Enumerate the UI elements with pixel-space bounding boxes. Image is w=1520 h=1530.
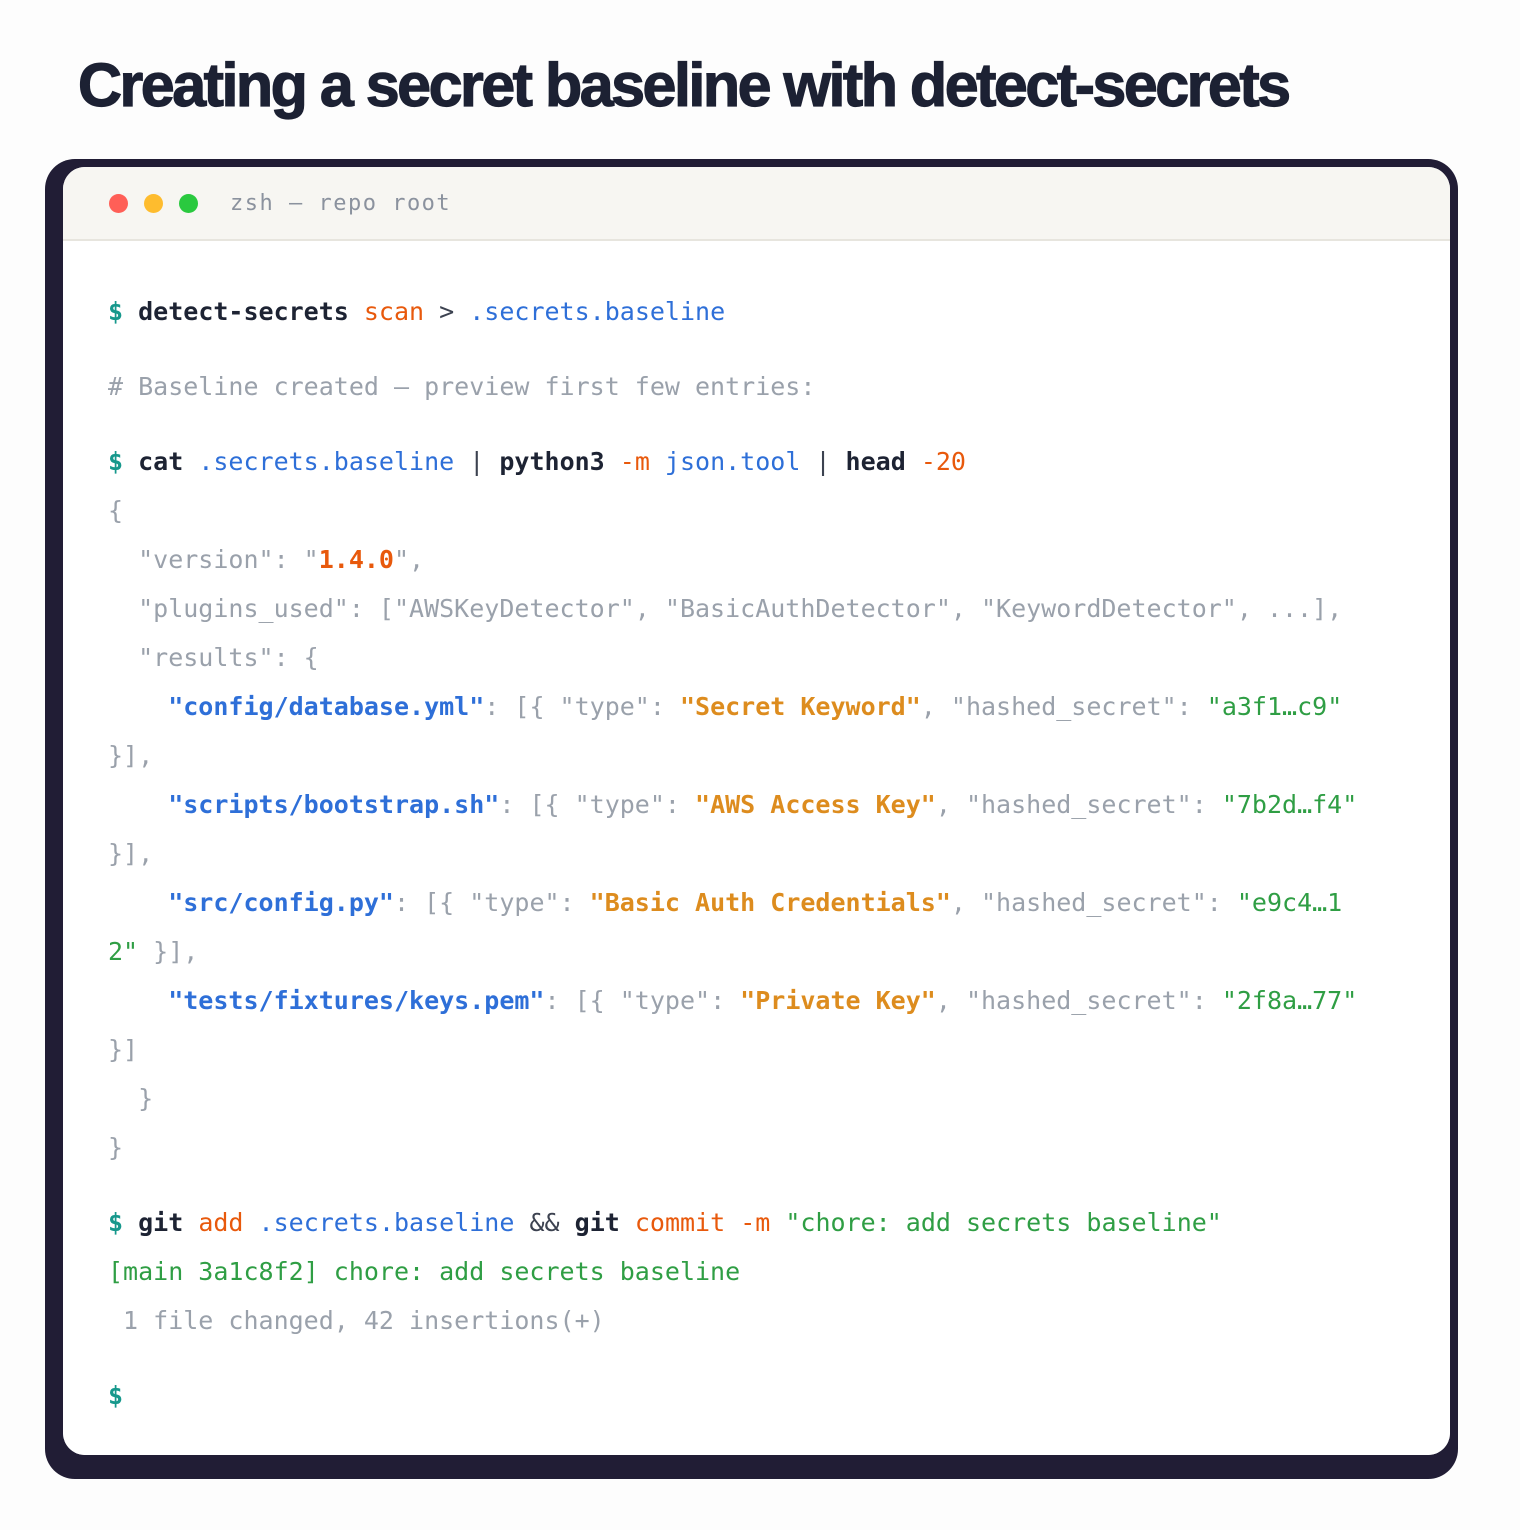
terminal-segment-cmd: git <box>138 1208 184 1238</box>
terminal-segment-cmd: git <box>574 1208 620 1238</box>
terminal-line: } <box>108 1123 1410 1172</box>
terminal-segment-sep: | <box>800 447 846 477</box>
terminal-segment-muted: }] <box>108 1035 139 1065</box>
terminal-line: "plugins_used": ["AWSKeyDetector", "Basi… <box>108 584 1410 633</box>
terminal-segment-type: "Basic Auth Credentials" <box>589 888 951 918</box>
terminal-segment-pathbold: "tests/fixtures/keys.pem" <box>108 986 545 1016</box>
terminal-segment-muted: , "hashed_secret": <box>935 790 1222 820</box>
terminal-segment-path: json.tool <box>649 447 801 477</box>
terminal-line: $ <box>108 1371 1410 1420</box>
terminal-segment-muted: "plugins_used": ["AWSKeyDetector", "Basi… <box>108 594 1343 624</box>
terminal-segment-pathbold: "config/database.yml" <box>108 692 485 722</box>
terminal-segment-green: "chore: add secrets baseline" <box>770 1208 1222 1238</box>
terminal-segment-green: [main 3a1c8f2] chore: add secrets baseli… <box>108 1257 741 1287</box>
terminal-line: "results": { <box>108 633 1410 682</box>
terminal-line: "scripts/bootstrap.sh": [{ "type": "AWS … <box>108 780 1410 829</box>
terminal-line: "config/database.yml": [{ "type": "Secre… <box>108 682 1410 731</box>
terminal-segment-muted: { <box>108 496 124 526</box>
terminal-segment-green: "a3f1…c9" <box>1206 692 1343 722</box>
terminal-segment-green: "e9c4…1 <box>1236 888 1343 918</box>
terminal-segment-argbold: 1.4.0 <box>318 545 394 575</box>
terminal-segment-arg: -m <box>604 447 650 477</box>
zoom-button[interactable] <box>179 193 198 213</box>
terminal-segment-sep: > <box>424 297 470 327</box>
terminal-segment-cmd: python3 <box>499 447 605 477</box>
window-title: zsh — repo root <box>230 190 452 216</box>
terminal-segment-muted: } <box>108 1133 124 1163</box>
terminal-segment-muted: , "hashed_secret": <box>950 888 1237 918</box>
terminal-line: "src/config.py": [{ "type": "Basic Auth … <box>108 878 1410 927</box>
terminal-segment-path: .secrets.baseline <box>243 1208 515 1238</box>
terminal-segment-sep: && <box>514 1208 575 1238</box>
terminal-segment-sep: | <box>454 447 500 477</box>
terminal-line: 1 file changed, 42 insertions(+) <box>108 1296 1410 1345</box>
terminal-segment-muted: } <box>108 1084 154 1114</box>
terminal-segment-pathbold: "src/config.py" <box>108 888 394 918</box>
terminal-window-frame: zsh — repo root $ detect-secrets scan > … <box>45 159 1458 1480</box>
terminal-segment-muted: }], <box>108 741 154 771</box>
terminal-segment-cmd: head <box>845 447 906 477</box>
terminal-segment-cmd: detect-secrets <box>138 297 349 327</box>
terminal-segment-muted: : [{ "type": <box>393 888 590 918</box>
terminal-segment-type: "Secret Keyword" <box>679 692 921 722</box>
terminal-segment-muted: # Baseline created — preview first few e… <box>108 372 816 402</box>
terminal-blank-line <box>108 411 1410 437</box>
terminal-segment-muted: , "hashed_secret": <box>935 986 1222 1016</box>
terminal-line: { <box>108 486 1410 535</box>
terminal-segment-green: 2" <box>108 937 139 967</box>
terminal-line: $ detect-secrets scan > .secrets.baselin… <box>108 287 1410 336</box>
terminal-segment-type: "Private Key" <box>740 986 936 1016</box>
terminal-segment-green: "2f8a…77" <box>1221 986 1358 1016</box>
terminal-line: }], <box>108 731 1410 780</box>
terminal-segment-arg: add <box>183 1208 244 1238</box>
terminal-line: "tests/fixtures/keys.pem": [{ "type": "P… <box>108 976 1410 1025</box>
terminal-line: # Baseline created — preview first few e… <box>108 362 1410 411</box>
close-button[interactable] <box>109 193 128 213</box>
terminal-segment-path: .secrets.baseline <box>469 297 726 327</box>
terminal-segment-muted: }], <box>138 937 199 967</box>
terminal-segment-muted: "results": { <box>108 643 319 673</box>
terminal-segment-muted: ", <box>393 545 425 575</box>
traffic-lights <box>109 193 198 213</box>
terminal-line: } <box>108 1074 1410 1123</box>
terminal-segment-arg: scan <box>348 297 425 327</box>
terminal-line: $ git add .secrets.baseline && git commi… <box>108 1198 1410 1247</box>
terminal-segment-prompt: $ <box>108 447 139 477</box>
terminal-segment-muted: : [{ "type": <box>499 790 696 820</box>
terminal-segment-muted: 1 file changed, 42 insertions(+) <box>108 1306 605 1336</box>
terminal-segment-arg: -20 <box>905 447 966 477</box>
terminal-segment-pathbold: "scripts/bootstrap.sh" <box>108 790 500 820</box>
minimize-button[interactable] <box>144 193 163 213</box>
terminal-segment-cmd: cat <box>138 447 184 477</box>
terminal-line: [main 3a1c8f2] chore: add secrets baseli… <box>108 1247 1410 1296</box>
terminal-blank-line <box>108 1345 1410 1371</box>
terminal-segment-type: "AWS Access Key" <box>695 790 936 820</box>
terminal-segment-path: .secrets.baseline <box>183 447 455 477</box>
terminal-segment-muted: "version": " <box>108 545 319 575</box>
terminal-segment-muted: : [{ "type": <box>484 692 680 722</box>
terminal-segment-muted: , "hashed_secret": <box>920 692 1207 722</box>
terminal-line: "version": "1.4.0", <box>108 535 1410 584</box>
terminal-blank-line <box>108 1172 1410 1198</box>
terminal-segment-muted: : [{ "type": <box>544 986 741 1016</box>
terminal-window: zsh — repo root $ detect-secrets scan > … <box>63 167 1450 1456</box>
terminal-segment-prompt: $ <box>108 1381 124 1411</box>
page-title: Creating a secret baseline with detect-s… <box>77 51 1291 119</box>
terminal-line: }] <box>108 1025 1410 1074</box>
terminal-segment-arg: commit -m <box>619 1208 771 1238</box>
terminal-segment-muted: }], <box>108 839 154 869</box>
terminal-line: }], <box>108 829 1410 878</box>
terminal-segment-prompt: $ <box>108 297 139 327</box>
terminal-line: $ cat .secrets.baseline | python3 -m jso… <box>108 437 1410 486</box>
terminal-line: 2" }], <box>108 927 1410 976</box>
terminal-content[interactable]: $ detect-secrets scan > .secrets.baselin… <box>63 241 1450 1456</box>
terminal-segment-green: "7b2d…f4" <box>1221 790 1358 820</box>
terminal-segment-prompt: $ <box>108 1208 139 1238</box>
window-titlebar[interactable]: zsh — repo root <box>63 167 1450 242</box>
terminal-blank-line <box>108 336 1410 362</box>
